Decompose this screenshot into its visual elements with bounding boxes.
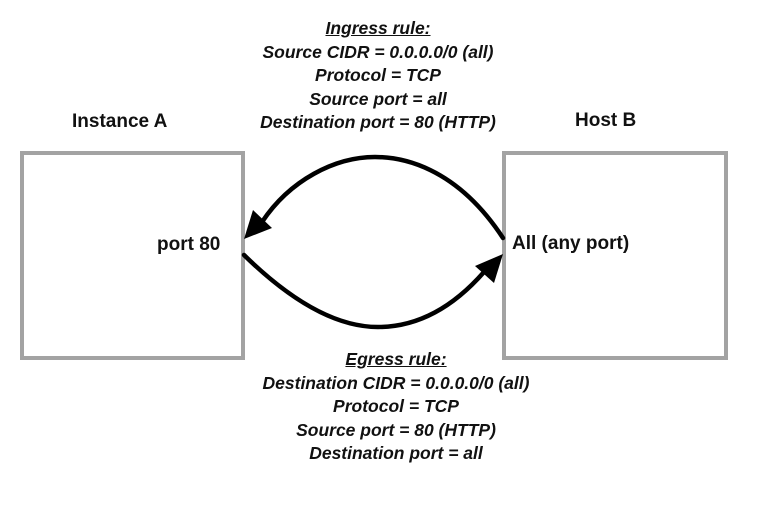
ingress-rule-block: Ingress rule: Source CIDR = 0.0.0.0/0 (a… (230, 17, 526, 135)
instance-a-port-label: port 80 (157, 234, 221, 255)
host-b-box (502, 151, 728, 360)
egress-rule-line: Protocol = TCP (333, 396, 459, 416)
ingress-arrowhead-icon (244, 210, 272, 239)
instance-a-title: Instance A (72, 111, 168, 132)
instance-a-box (20, 151, 245, 360)
egress-arrowhead-icon (475, 254, 503, 283)
ingress-rule-line: Source CIDR = 0.0.0.0/0 (all) (262, 41, 494, 62)
host-b-port-label: All (any port) (512, 233, 630, 254)
ingress-arrow (259, 154, 506, 241)
ingress-rule-line: Destination port = 80 (HTTP) (260, 112, 496, 132)
egress-arrow (241, 252, 487, 330)
egress-rule-block: Egress rule: Destination CIDR = 0.0.0.0/… (226, 348, 566, 466)
egress-rule-heading: Egress rule: (345, 349, 447, 369)
egress-rule-line: Destination port = all (309, 443, 483, 463)
ingress-rule-heading: Ingress rule: (325, 18, 431, 38)
ingress-rule-line: Source port = all (309, 88, 447, 109)
egress-rule-line: Source port = 80 (HTTP) (296, 419, 496, 440)
host-b-title: Host B (575, 110, 637, 131)
egress-rule-line: Destination CIDR = 0.0.0.0/0 (all) (262, 372, 530, 393)
ingress-rule-line: Protocol = TCP (315, 65, 441, 85)
